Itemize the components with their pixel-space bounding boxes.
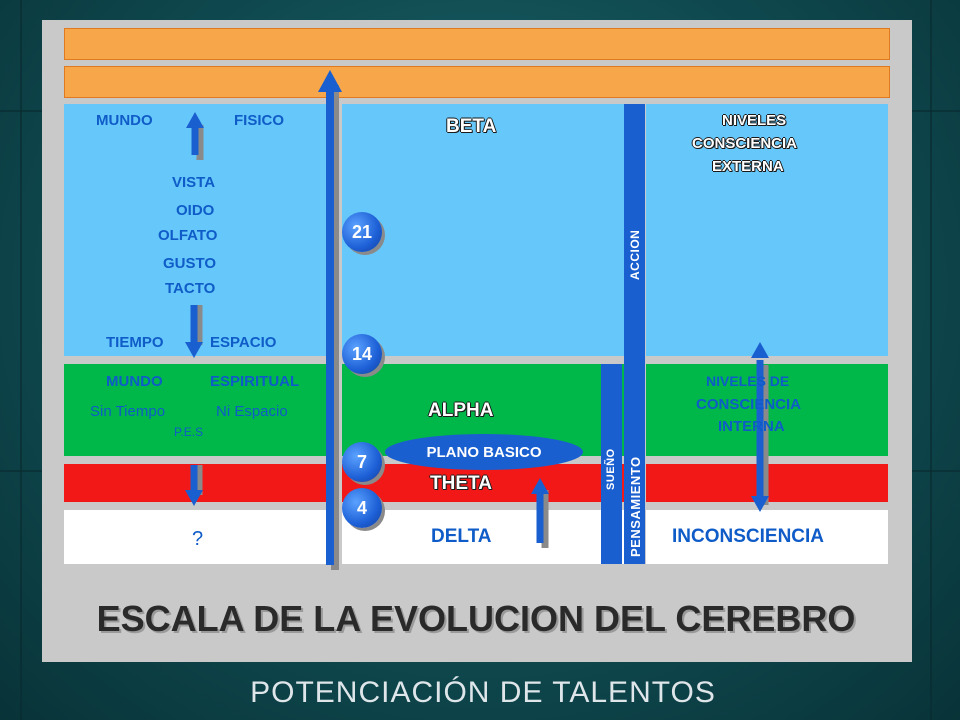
background-grid-line (20, 0, 22, 720)
badge-14: 14 (342, 334, 382, 374)
delta-band (64, 510, 888, 564)
orange-bar-top (64, 28, 890, 60)
label-espacio: ESPACIO (210, 334, 277, 351)
wave-alpha: ALPHA (428, 400, 494, 421)
wave-beta: BETA (446, 116, 497, 137)
badge-4: 4 (342, 488, 382, 528)
slide-subtitle: POTENCIACIÓN DE TALENTOS (250, 676, 716, 709)
label-tacto: TACTO (165, 280, 216, 297)
label-niveles-interna-2: CONSCIENCIA (696, 396, 802, 413)
double-arrow-right (751, 342, 769, 512)
label-ni-espacio: Ni Espacio (216, 403, 288, 420)
label-niveles-externa-3: EXTERNA (712, 158, 784, 175)
label-niveles-interna-3: INTERNA (718, 418, 785, 435)
background-grid-line (930, 0, 932, 720)
plano-basico-label: PLANO BASICO (426, 443, 542, 461)
label-olfato: OLFATO (158, 227, 218, 244)
orange-bar-second (64, 66, 890, 98)
label-niveles-externa-1: NIVELES (722, 112, 787, 129)
label-gusto: GUSTO (163, 255, 217, 272)
separator-left (338, 104, 342, 564)
wave-theta: THETA (430, 473, 492, 494)
sueno-strip (601, 364, 622, 564)
label-niveles-externa-2: CONSCIENCIA (692, 135, 798, 152)
label-fisico: FISICO (234, 112, 285, 129)
label-vista: VISTA (172, 174, 216, 191)
up-arrow-delta (531, 478, 549, 548)
label-sin-tiempo: Sin Tiempo (90, 403, 166, 420)
label-mundo-espiritual-mundo: MUNDO (106, 373, 163, 390)
badge-7: 7 (342, 442, 382, 482)
label-pes: P.E.S (174, 425, 204, 439)
label-tiempo: TIEMPO (106, 334, 164, 351)
up-arrow-fisico (186, 112, 204, 160)
label-niveles-interna-1: NIVELES DE (706, 373, 790, 389)
badge-21: 21 (342, 212, 382, 252)
accion-strip (624, 104, 645, 564)
label-espiritual: ESPIRITUAL (210, 373, 300, 390)
diagram-title: ESCALA DE LA EVOLUCION DEL CEREBRO (96, 598, 856, 639)
label-oido: OIDO (176, 202, 215, 219)
down-arrow-pes (185, 465, 203, 506)
label-inconsciencia: INCONSCIENCIA (672, 526, 825, 547)
label-mundo-fisico-mundo: MUNDO (96, 112, 153, 129)
plano-basico-ellipse: PLANO BASICO (385, 434, 583, 470)
down-arrow-espacio (185, 305, 203, 358)
main-evolution-arrow (318, 70, 342, 570)
question-mark: ? (192, 528, 204, 550)
wave-delta: DELTA (431, 526, 492, 547)
